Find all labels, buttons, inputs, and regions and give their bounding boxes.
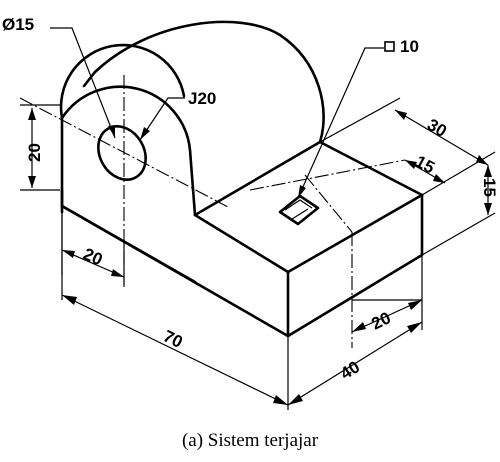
- arrow-boss-top: [28, 108, 36, 120]
- boss-back-link: [82, 70, 97, 88]
- arrow-bh-bottom: [484, 203, 492, 215]
- dimension-labels: Ø15 J20 10 20 20 70 40 20 30 15 15 (a) S…: [2, 15, 499, 451]
- boss-left-side: [59, 43, 186, 208]
- square-center-line-a: [249, 159, 406, 191]
- arrow-depth-left: [288, 394, 303, 405]
- arrow-iw-right: [408, 300, 422, 310]
- dim-overall-depth: [287, 321, 423, 406]
- leader-radius: [139, 97, 185, 141]
- label-square-hole: 10: [400, 37, 419, 56]
- arrow-leader-radius: [140, 127, 150, 140]
- dim-overall-length: [61, 294, 289, 406]
- arrow-30-right: [476, 155, 488, 165]
- dimension-lines: [20, 27, 496, 410]
- label-overall-length: 70: [160, 327, 185, 352]
- arrow-bh-top: [484, 165, 492, 177]
- circular-hole: [97, 125, 147, 181]
- ext-30-right: [421, 151, 496, 196]
- dim-30: [394, 109, 489, 166]
- arrow-iw-left: [352, 322, 366, 332]
- square-hole: [278, 194, 320, 226]
- label-slot-15: 15: [412, 152, 438, 178]
- ext-30-left: [319, 97, 401, 143]
- label-inner-width: 20: [368, 308, 393, 333]
- square-hole-inner: [284, 199, 313, 220]
- boss-top-arc: [93, 20, 325, 144]
- label-boss-width: 20: [80, 244, 105, 269]
- center-lines: [19, 75, 406, 348]
- base-front-face: [60, 188, 424, 338]
- base-left-lower: [60, 204, 197, 284]
- arrow-bw-right: [111, 269, 124, 277]
- square-center-line-b: [304, 174, 353, 233]
- leader-square: [297, 47, 384, 199]
- arrow-depth-right: [407, 322, 422, 333]
- base-top-front-edge: [193, 193, 424, 274]
- arrow-15-left: [405, 160, 417, 169]
- boss-front-arc: [60, 85, 197, 217]
- arrow-leader-diameter: [108, 125, 115, 138]
- label-arc-radius: J20: [188, 89, 216, 108]
- label-boss-height: 20: [25, 143, 44, 162]
- label-slot-30: 30: [424, 115, 450, 141]
- arrow-len-right: [273, 395, 288, 405]
- arrow-15-right: [433, 174, 445, 183]
- arrow-boss-bottom: [28, 176, 36, 188]
- label-base-height: 15: [480, 178, 499, 197]
- arrow-len-left: [62, 295, 77, 305]
- ext-base-bottom: [421, 212, 496, 256]
- figure-caption: (a) Sistem terjajar: [182, 430, 319, 451]
- arrow-leader-square: [298, 185, 306, 198]
- object-outline: [59, 20, 424, 338]
- arrow-30-left: [395, 110, 407, 120]
- hole-center-horizontal: [19, 97, 231, 209]
- arrow-bw-left: [62, 250, 75, 258]
- label-hole-diameter: Ø15: [2, 15, 34, 34]
- leader-diameter: [50, 27, 116, 139]
- square-symbol-icon: [384, 41, 395, 52]
